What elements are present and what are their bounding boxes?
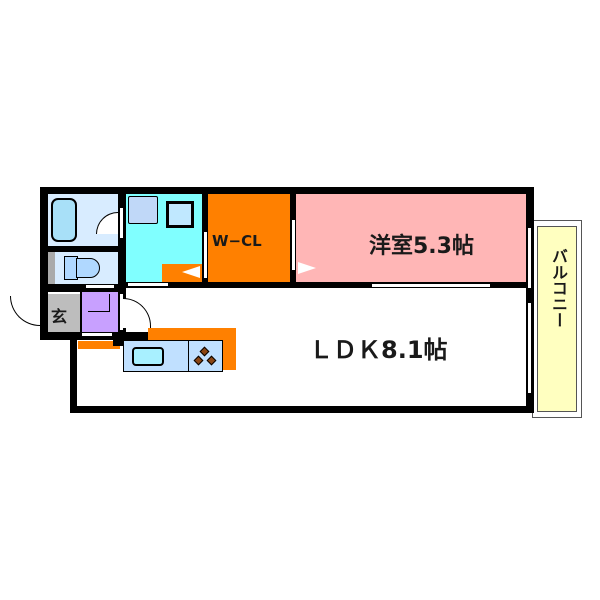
wall-bath-toilet [40, 246, 120, 252]
walk-in-closet [208, 194, 290, 282]
wall-top [40, 187, 534, 194]
balcony-window-2[interactable] [528, 303, 531, 393]
entrance [46, 294, 80, 332]
sliding-door[interactable] [372, 284, 490, 287]
stove-divider [188, 340, 189, 372]
basin-icon [166, 201, 194, 228]
toilet-wall-strip [48, 252, 55, 284]
toilet-bowl-icon [76, 258, 100, 278]
wall-left-ldk [70, 340, 77, 413]
door-toilet[interactable] [86, 285, 114, 288]
bathtub-icon [51, 198, 77, 242]
wall-kitchen-stub [113, 332, 123, 346]
wall-mid-horizontal [118, 282, 526, 288]
walk-in-closet-label: W−CL [212, 232, 262, 250]
western-room-label: 洋室5.3帖 [369, 234, 474, 259]
hall-door[interactable] [120, 294, 123, 330]
entrance-label: 玄 [51, 307, 68, 326]
wall-kitchen-corner [113, 332, 148, 340]
wall-right [526, 187, 534, 413]
arrow-icon [182, 266, 200, 278]
door-washroom[interactable] [204, 232, 207, 278]
door-wcl[interactable] [292, 220, 295, 270]
washing-machine-icon [128, 196, 158, 224]
wall-bottom [70, 406, 534, 413]
wall-bath-wash [118, 187, 126, 337]
door-bathroom[interactable] [120, 208, 123, 238]
kitchen-orange-strip [78, 341, 120, 349]
kitchen-door[interactable] [82, 333, 112, 336]
western-room [296, 194, 526, 282]
wall-entrance-hall [80, 292, 82, 332]
door-swing-purple [88, 294, 110, 312]
door-swing-entrance [10, 296, 40, 326]
door-washroom-bottom[interactable] [128, 283, 168, 286]
balcony [537, 226, 577, 412]
door-swing-hall [123, 298, 151, 328]
wall-toilet-entrance [40, 284, 124, 292]
balcony-label: バルコニー [549, 248, 568, 328]
ldk-label: ＬＤＫ8.1帖 [309, 336, 448, 364]
hallway-storage [82, 292, 118, 332]
sink-icon [132, 347, 164, 366]
balcony-window-1[interactable] [528, 228, 531, 288]
wall-entrance-bottom [40, 332, 120, 340]
wall-left-upper [40, 187, 48, 339]
arrow-icon [298, 262, 316, 274]
